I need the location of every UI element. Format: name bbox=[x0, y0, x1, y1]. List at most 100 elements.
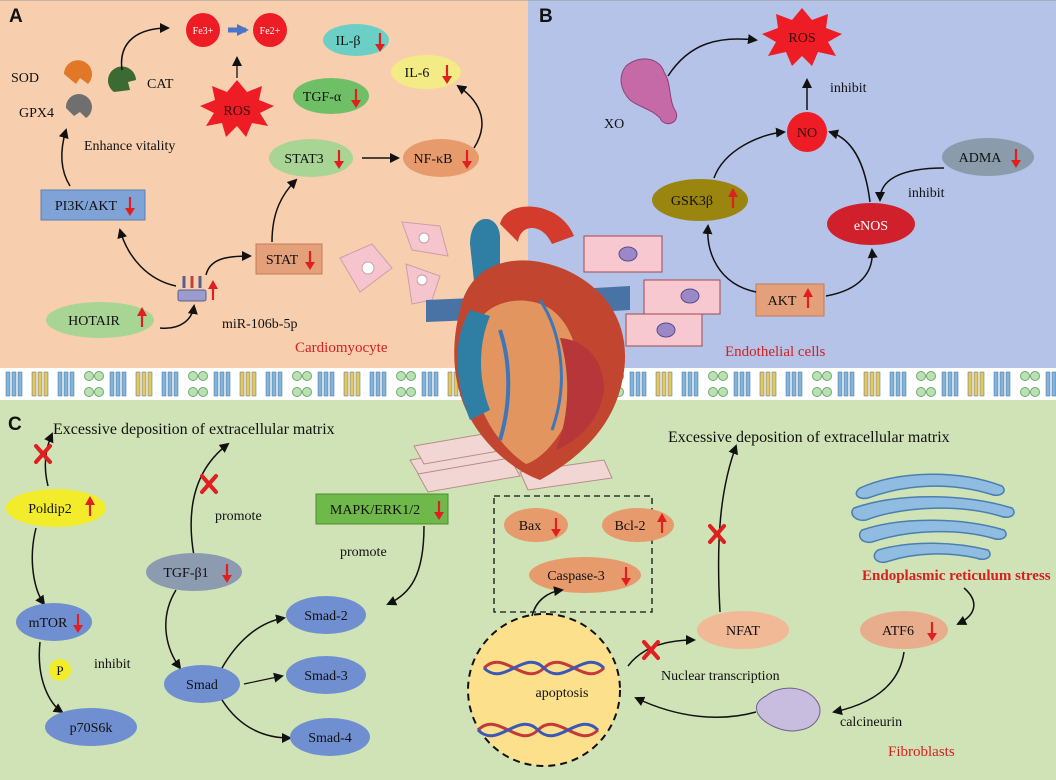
caspase3-label: Caspase-3 bbox=[547, 569, 605, 584]
adma-down-arrow bbox=[1011, 149, 1021, 168]
excess-ecm-left: Excessive deposition of extracellular ma… bbox=[53, 421, 335, 438]
smad2-label: Smad-2 bbox=[304, 609, 348, 624]
il-beta-label: IL-β bbox=[336, 34, 361, 49]
bcl2-label: Bcl-2 bbox=[614, 519, 645, 534]
hotair-label: HOTAIR bbox=[68, 314, 120, 329]
inhibit-c-label: inhibit bbox=[94, 657, 131, 672]
stat3-label: STAT3 bbox=[284, 152, 323, 167]
caspase3-down-arrow bbox=[621, 567, 631, 586]
sod-enzyme-icon bbox=[64, 60, 92, 84]
caspase3-node bbox=[529, 557, 641, 593]
er-stress-label: Endoplasmic reticulum stress bbox=[862, 568, 1051, 584]
smad4-node bbox=[290, 718, 370, 756]
cardiomyocyte-cells-icon bbox=[339, 221, 449, 305]
smad-node bbox=[164, 665, 240, 703]
tgf-alpha-label: TGF-α bbox=[303, 90, 342, 105]
stat-node bbox=[255, 243, 323, 275]
gsk3b-up-arrow bbox=[728, 188, 738, 208]
fe2-node bbox=[253, 13, 287, 47]
mapk-label: MAPK/ERK1/2 bbox=[330, 503, 420, 518]
mapk-node bbox=[315, 493, 449, 525]
panel-c: C Excessive deposition of extracellular … bbox=[6, 414, 1051, 767]
panel-c-letter: C bbox=[8, 414, 22, 435]
il-beta-down-arrow bbox=[375, 33, 385, 52]
tgfb1-node bbox=[146, 553, 242, 591]
calcineurin-enzyme-icon bbox=[755, 687, 821, 732]
hotair-up-arrow bbox=[137, 307, 147, 327]
promote-c2-label: promote bbox=[340, 545, 387, 560]
il-beta-node bbox=[323, 24, 389, 56]
fe3-node bbox=[186, 13, 220, 47]
poldip2-up-arrow bbox=[85, 496, 95, 516]
adma-label: ADMA bbox=[959, 151, 1003, 166]
panel-a-letter: A bbox=[9, 6, 23, 27]
xo-enzyme-icon bbox=[620, 58, 678, 125]
enos-node bbox=[827, 203, 915, 245]
inhibit-b1-label: inhibit bbox=[830, 81, 867, 96]
hotair-node bbox=[46, 302, 154, 338]
endothelial-cells-icon bbox=[583, 235, 721, 347]
atf6-down-arrow bbox=[927, 622, 937, 641]
phosphate-label: P bbox=[56, 663, 63, 678]
cat-label: CAT bbox=[147, 77, 174, 92]
excess-ecm-right: Excessive deposition of extracellular ma… bbox=[668, 429, 950, 446]
dna-helix-icon bbox=[476, 660, 606, 738]
apoptosis-label: apoptosis bbox=[536, 686, 589, 701]
bax-label: Bax bbox=[519, 519, 542, 534]
mir-label: miR-106b-5p bbox=[222, 317, 297, 332]
smad4-label: Smad-4 bbox=[308, 731, 352, 746]
il6-label: IL-6 bbox=[405, 66, 430, 81]
ros-burst-b bbox=[762, 8, 842, 66]
stat-label: STAT bbox=[266, 253, 299, 268]
nfkb-down-arrow bbox=[462, 150, 472, 169]
ros-b-label: ROS bbox=[788, 31, 815, 46]
nfkb-node bbox=[403, 139, 479, 177]
red-x-block-icon bbox=[708, 524, 726, 544]
smad3-label: Smad-3 bbox=[304, 669, 348, 684]
gpx4-enzyme-icon bbox=[65, 94, 92, 118]
mirna-icon bbox=[177, 276, 207, 302]
pi3k-down-arrow bbox=[125, 197, 135, 216]
adma-node bbox=[942, 138, 1034, 176]
phosphate-icon bbox=[49, 659, 71, 681]
smad2-node bbox=[286, 596, 366, 634]
red-x-block-icon bbox=[642, 640, 660, 660]
stat3-node bbox=[269, 139, 353, 177]
nfat-label: NFAT bbox=[726, 624, 760, 639]
nfat-node bbox=[697, 611, 789, 649]
nfkb-label: NF-κB bbox=[414, 152, 453, 167]
gsk3b-node bbox=[652, 179, 748, 221]
bcl2-node bbox=[602, 508, 674, 542]
cat-enzyme-icon bbox=[108, 66, 136, 92]
mir-up-arrow bbox=[208, 280, 218, 300]
p70s6k-node bbox=[45, 708, 137, 746]
nuclear-transcription-label: Nuclear transcription bbox=[661, 669, 780, 684]
ros-a-label: ROS bbox=[223, 104, 250, 119]
fe3-label: Fe3+ bbox=[193, 26, 214, 37]
gpx4-label: GPX4 bbox=[19, 106, 54, 121]
akt-label: AKT bbox=[768, 294, 797, 309]
sod-label: SOD bbox=[11, 71, 39, 86]
ros-burst-a bbox=[200, 80, 274, 137]
heart-illustration bbox=[409, 206, 630, 493]
calcineurin-label: calcineurin bbox=[840, 715, 902, 730]
stat3-down-arrow bbox=[334, 150, 344, 169]
cardiomyocyte-caption: Cardiomyocyte bbox=[295, 340, 388, 356]
red-x-block-icon bbox=[34, 444, 52, 464]
il6-node bbox=[391, 55, 461, 89]
pi3k-akt-label: PI3K/AKT bbox=[55, 199, 118, 214]
gsk3b-label: GSK3β bbox=[671, 194, 713, 209]
red-x-block-icon bbox=[200, 474, 218, 494]
poldip2-label: Poldip2 bbox=[28, 502, 72, 517]
endothelial-caption: Endothelial cells bbox=[725, 344, 826, 360]
panel-a: A Fe3+ Fe2+ ROS SOD CAT GPX4 Enhance vit… bbox=[9, 6, 483, 356]
bax-node bbox=[504, 508, 568, 542]
xo-label: XO bbox=[604, 117, 624, 132]
enhance-vitality-label: Enhance vitality bbox=[84, 139, 175, 154]
bcl2-up-arrow bbox=[657, 513, 667, 533]
atf6-label: ATF6 bbox=[882, 624, 914, 639]
fibroblasts-caption: Fibroblasts bbox=[888, 744, 955, 760]
poldip2-node bbox=[6, 489, 106, 527]
enos-label: eNOS bbox=[854, 219, 888, 234]
